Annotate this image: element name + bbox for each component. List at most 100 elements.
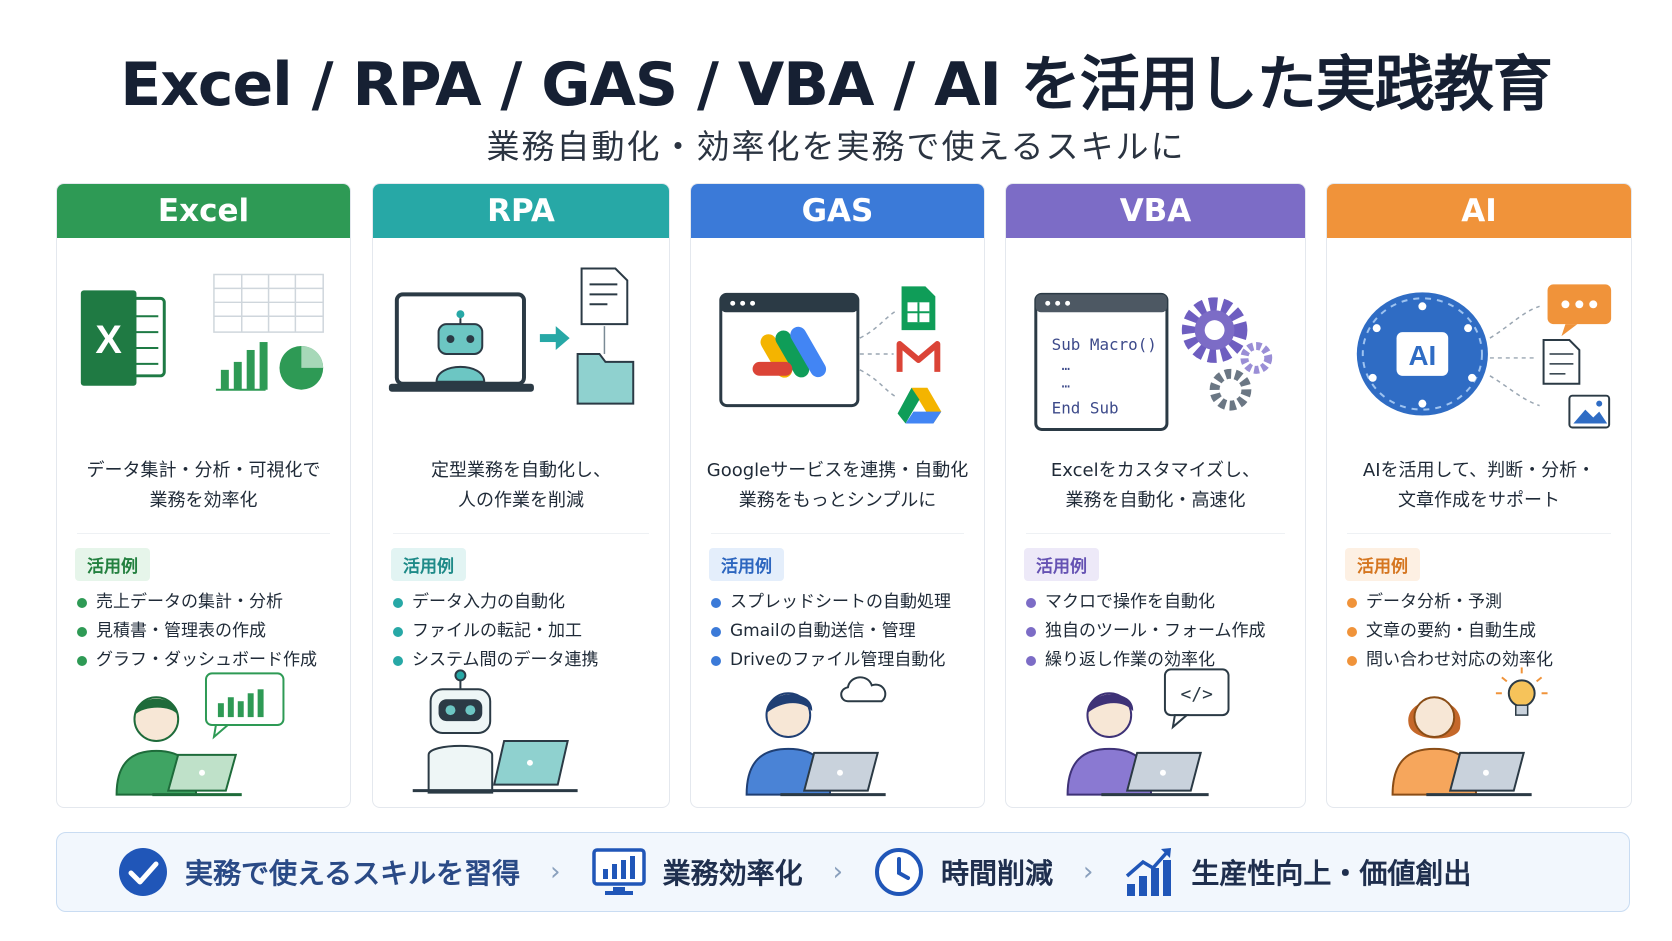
use-case-list: データ入力の自動化 ファイルの転記・加工 システム間のデータ連携 <box>393 588 599 675</box>
laptop-icon <box>1101 751 1209 797</box>
monitor-chart-icon <box>591 848 646 895</box>
list-item: 独自のツール・フォーム作成 <box>1026 617 1266 646</box>
spreadsheet-icon <box>213 273 324 333</box>
svg-text:AI: AI <box>1408 340 1436 371</box>
list-item: グラフ・ダッシュボード作成 <box>77 646 317 675</box>
card-description: AIを活用して、判断・分析・文章作成をサポート <box>1362 460 1596 511</box>
card-description: Excelをカスタマイズし、業務を自動化・高速化 <box>1050 460 1261 511</box>
use-case-list: スプレッドシートの自動処理 Gmailの自動送信・管理 Driveのファイル管理… <box>711 588 951 675</box>
gear-icon <box>1181 297 1273 411</box>
use-case-list: データ分析・予測 文章の要約・自動生成 問い合わせ対応の効率化 <box>1347 588 1553 675</box>
list-item: 文章の要約・自動生成 <box>1347 617 1553 646</box>
example-tag: 活用例 <box>709 548 784 581</box>
image-icon <box>1568 394 1611 429</box>
card-header: Excel <box>57 184 350 238</box>
drive-icon <box>897 387 942 424</box>
svg-text:End Sub: End Sub <box>1052 399 1119 418</box>
svg-text:…: … <box>1062 358 1070 374</box>
code-window-icon: Sub Macro() … … End Sub <box>1034 292 1169 431</box>
excel-logo-icon: X <box>80 290 166 386</box>
card-rpa: RPA <box>372 183 670 808</box>
benefit-label: 業務効率化 <box>662 857 803 890</box>
cloud-icon <box>840 676 887 703</box>
benefit-step: 生産性向上・価値創出 <box>1123 846 1471 898</box>
card-description: データ集計・分析・可視化で業務を効率化 <box>86 460 321 511</box>
card-vba: VBA Sub Macro() … … End Sub <box>1005 183 1306 808</box>
document-icon <box>580 267 629 326</box>
divider <box>1347 533 1611 534</box>
arrow-right-icon <box>539 326 570 350</box>
divider <box>393 533 649 534</box>
chart-bubble-icon <box>204 672 285 740</box>
card-gas: GAS <box>690 183 985 808</box>
lightbulb-icon <box>1495 667 1548 716</box>
card-header: AI <box>1327 184 1631 238</box>
code-bubble-icon: </> <box>1163 668 1230 730</box>
benefit-label: 実務で使えるスキルを習得 <box>185 857 521 890</box>
ai-brain-icon: AI <box>1356 292 1488 416</box>
card-description: 定型業務を自動化し、人の作業を削減 <box>431 460 611 511</box>
benefit-step: 実務で使えるスキルを習得 <box>117 846 520 898</box>
laptop-icon <box>152 753 242 797</box>
folder-icon <box>576 352 635 405</box>
benefit-flow-bar: 実務で使えるスキルを習得 › 業務効率化 › 時間削減 › 生産性向上・価値創出 <box>56 832 1630 912</box>
sheets-icon <box>901 286 936 331</box>
list-item: データ分析・予測 <box>1347 588 1553 617</box>
list-item: Gmailの自動送信・管理 <box>711 617 951 646</box>
example-tag: 活用例 <box>75 548 150 581</box>
vba-illustration: Sub Macro() … … End Sub <box>1034 292 1273 431</box>
list-item: データ入力の自動化 <box>393 588 599 617</box>
list-item: スプレッドシートの自動処理 <box>711 588 951 617</box>
check-circle-icon <box>119 848 167 896</box>
ai-illustration: AI <box>1356 284 1612 429</box>
use-case-list: マクロで操作を自動化 独自のツール・フォーム作成 繰り返し作業の効率化 <box>1026 588 1266 675</box>
example-tag: 活用例 <box>1024 548 1099 581</box>
card-header: RPA <box>373 184 669 238</box>
robot-laptop-illustration <box>412 669 578 794</box>
laptop-icon <box>1426 751 1532 797</box>
bar-chart-icon <box>215 342 268 391</box>
apps-script-icon <box>719 292 860 408</box>
svg-text:Sub Macro(): Sub Macro() <box>1052 335 1157 354</box>
gmail-icon <box>896 341 941 372</box>
document-icon <box>1542 339 1581 385</box>
svg-text:</>: </> <box>1181 684 1213 705</box>
benefit-step: 業務効率化 <box>591 847 803 897</box>
chevron-right-icon: › <box>832 857 843 887</box>
chevron-right-icon: › <box>1083 857 1094 887</box>
benefit-label: 時間削減 <box>941 857 1054 890</box>
svg-text:X: X <box>95 318 122 362</box>
use-case-list: 売上データの集計・分析 見積書・管理表の作成 グラフ・ダッシュボード作成 <box>77 588 317 675</box>
person-cloud-illustration <box>745 676 887 797</box>
growth-chart-icon <box>1126 848 1172 896</box>
card-excel: Excel X <box>56 183 351 808</box>
list-item: システム間のデータ連携 <box>393 646 599 675</box>
page-title: Excel / RPA / GAS / VBA / AI を活用した実践教育 <box>120 50 1553 120</box>
laptop-icon <box>780 751 886 797</box>
list-item: 問い合わせ対応の効率化 <box>1347 646 1553 675</box>
person-idea-illustration <box>1391 667 1548 797</box>
pie-chart-icon <box>279 346 324 390</box>
card-header: GAS <box>691 184 984 238</box>
list-item: 繰り返し作業の効率化 <box>1026 646 1266 675</box>
list-item: マクロで操作を自動化 <box>1026 588 1266 617</box>
list-item: ファイルの転記・加工 <box>393 617 599 646</box>
example-tag: 活用例 <box>1345 548 1420 581</box>
list-item: 売上データの集計・分析 <box>77 588 317 617</box>
example-tag: 活用例 <box>391 548 466 581</box>
laptop-icon <box>412 739 578 793</box>
card-header: VBA <box>1006 184 1305 238</box>
rpa-illustration <box>388 267 635 405</box>
laptop-robot-icon <box>388 292 534 392</box>
clock-icon <box>875 848 923 896</box>
list-item: Driveのファイル管理自動化 <box>711 646 951 675</box>
divider <box>711 533 964 534</box>
gas-illustration <box>719 286 942 424</box>
person-code-illustration: </> <box>1066 668 1230 797</box>
divider <box>1026 533 1285 534</box>
page-subtitle: 業務自動化・効率化を実務で使えるスキルに <box>486 127 1186 166</box>
benefit-label: 生産性向上・価値創出 <box>1191 857 1472 890</box>
svg-text:…: … <box>1062 376 1070 392</box>
divider <box>77 533 330 534</box>
card-description: Googleサービスを連携・自動化業務をもっとシンプルに <box>706 460 969 511</box>
